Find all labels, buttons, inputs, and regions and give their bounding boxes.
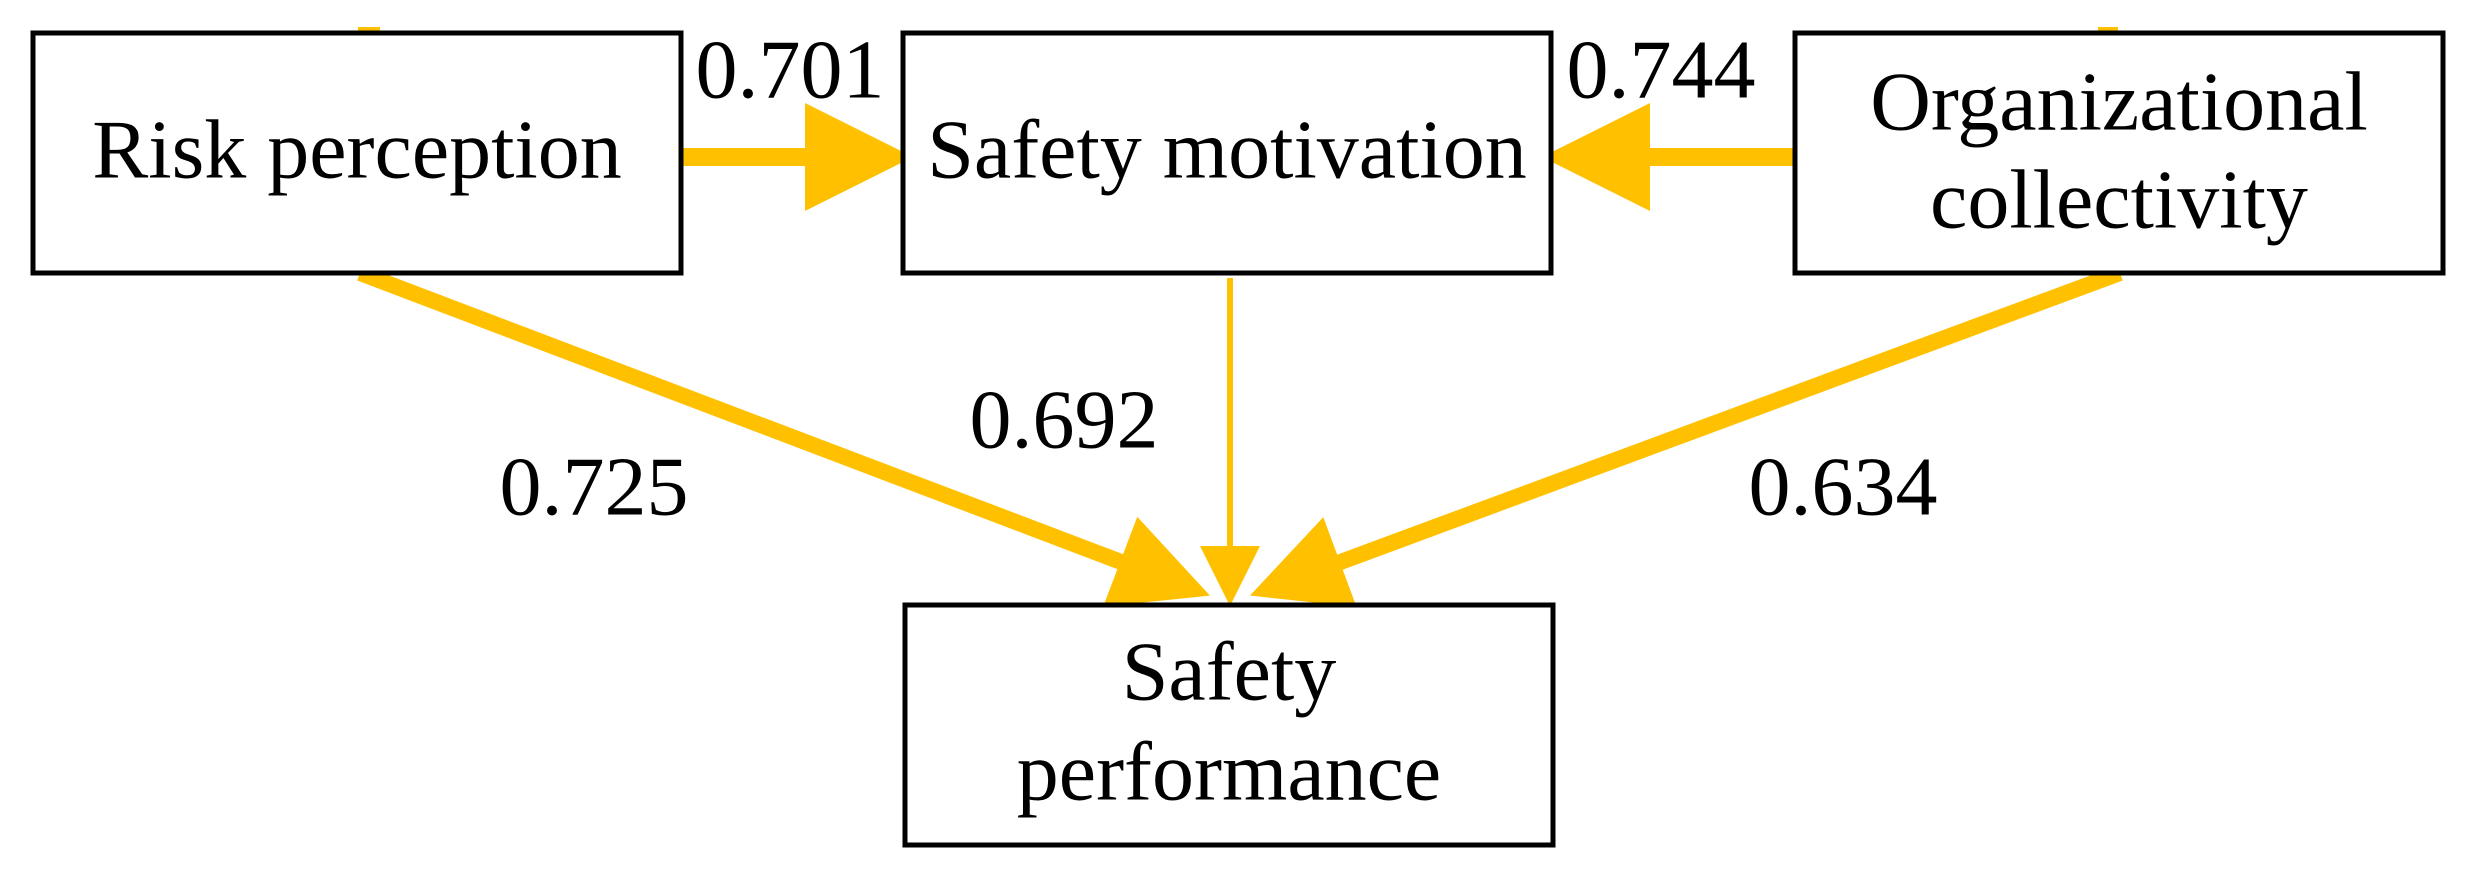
coefficient-risk-to-performance: 0.725 xyxy=(500,440,689,533)
node-label: Risk perception xyxy=(92,103,622,196)
node-organizational-collectivity: Organizational collectivity xyxy=(1792,30,2446,276)
coefficient-collectivity-to-motivation: 0.744 xyxy=(1567,23,1756,116)
coefficient-collectivity-to-performance: 0.634 xyxy=(1749,440,1938,533)
arrow-collectivity-to-performance xyxy=(1249,265,2123,608)
node-label-line-1: Safety xyxy=(1122,625,1337,718)
node-safety-motivation: Safety motivation xyxy=(900,30,1554,276)
node-label-line-2: performance xyxy=(1017,725,1441,818)
node-label-line-2: collectivity xyxy=(1930,153,2308,246)
node-safety-performance: Safety performance xyxy=(902,602,1556,848)
node-label-line-1: Organizational xyxy=(1870,55,2368,148)
arrow-risk-to-performance xyxy=(357,265,1210,607)
node-risk-perception: Risk perception xyxy=(30,30,684,276)
node-label: Safety motivation xyxy=(927,103,1527,196)
coefficient-motivation-to-performance: 0.692 xyxy=(970,373,1159,466)
coefficient-risk-to-motivation: 0.701 xyxy=(696,23,885,116)
